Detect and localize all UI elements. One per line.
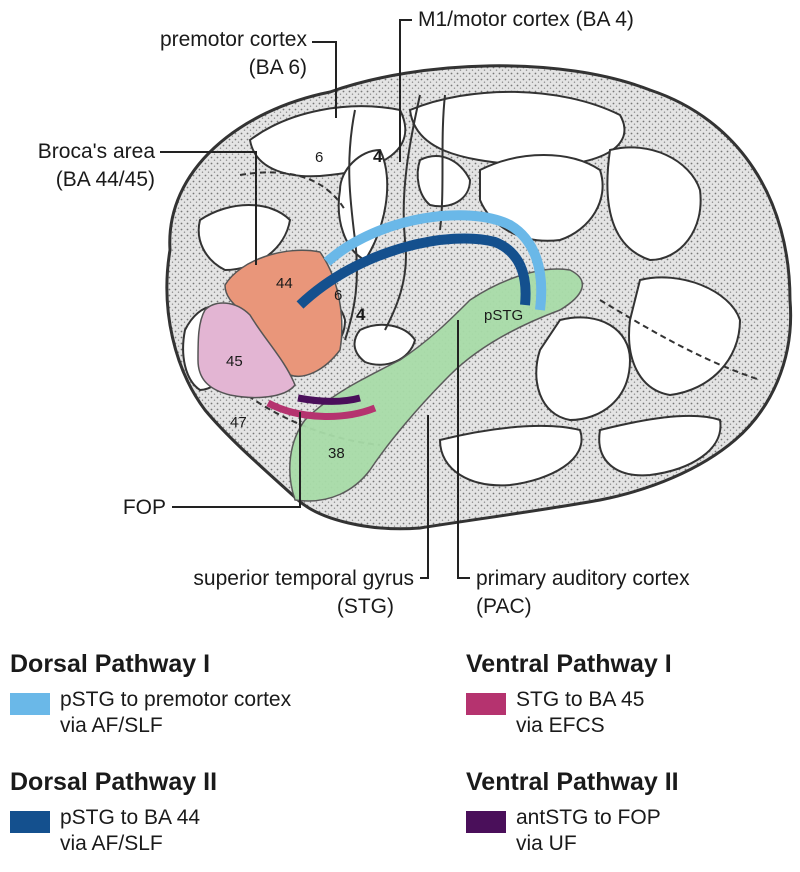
ba38-number: 38 xyxy=(328,445,345,462)
fop-label: FOP xyxy=(123,496,166,519)
ventral-pathway-1-arc xyxy=(266,399,377,420)
stg-label-line2: (STG) xyxy=(337,595,394,618)
region-stg xyxy=(289,268,584,502)
legend-dorsal-1: Dorsal Pathway I pSTG to premotor cortex… xyxy=(10,650,291,739)
premotor-label-line1: premotor cortex xyxy=(160,28,308,51)
ventral-2-swatch xyxy=(466,811,506,833)
dorsal-2-line2: via AF/SLF xyxy=(60,832,163,855)
legend-dorsal-1-title: Dorsal Pathway I xyxy=(10,650,211,678)
ba44-number: 44 xyxy=(276,275,293,292)
ba4-inner-number: 4 xyxy=(356,305,366,324)
pac-label-line1: primary auditory cortex xyxy=(476,567,690,590)
dorsal-1-swatch xyxy=(10,693,50,715)
legend-ventral-2-title: Ventral Pathway II xyxy=(466,768,679,796)
ba45-number: 45 xyxy=(226,353,243,370)
dorsal-2-swatch xyxy=(10,811,50,833)
region-ba45 xyxy=(197,302,296,399)
ventral-2-line1: antSTG to FOP xyxy=(516,806,661,829)
ventral-pathway-2-arc xyxy=(297,394,361,405)
legend-ventral-1-title: Ventral Pathway I xyxy=(466,650,672,678)
ventral-2-line2: via UF xyxy=(516,832,577,855)
brain-diagram: premotor cortex (BA 6) M1/motor cortex (… xyxy=(38,8,793,618)
ba6-top-number: 6 xyxy=(315,149,323,166)
ba4-top-number: 4 xyxy=(373,147,383,166)
premotor-label-line2: (BA 6) xyxy=(249,56,307,79)
ventral-1-line1: STG to BA 45 xyxy=(516,688,645,711)
dorsal-pathway-1-arc xyxy=(323,210,547,311)
leader-lines xyxy=(160,19,470,579)
ventral-1-line2: via EFCS xyxy=(516,714,605,737)
dorsal-2-line1: pSTG to BA 44 xyxy=(60,806,201,829)
ventral-1-swatch xyxy=(466,693,506,715)
m1-label: M1/motor cortex (BA 4) xyxy=(418,8,634,31)
stg-label-line1: superior temporal gyrus xyxy=(193,567,414,590)
legend-dorsal-2-title: Dorsal Pathway II xyxy=(10,768,218,796)
legend-ventral-2: Ventral Pathway II antSTG to FOP via UF xyxy=(466,768,679,857)
pstg-label: pSTG xyxy=(484,307,523,324)
ba47-number: 47 xyxy=(230,414,247,431)
broca-label-line2: (BA 44/45) xyxy=(56,168,155,191)
pac-label-line2: (PAC) xyxy=(476,595,532,618)
legend-ventral-1: Ventral Pathway I STG to BA 45 via EFCS xyxy=(466,650,672,739)
dorsal-pathway-2-arc xyxy=(296,233,531,309)
legend-dorsal-2: Dorsal Pathway II pSTG to BA 44 via AF/S… xyxy=(10,768,217,857)
broca-label-line1: Broca's area xyxy=(38,140,156,163)
dorsal-1-line2: via AF/SLF xyxy=(60,714,163,737)
dorsal-1-line1: pSTG to premotor cortex xyxy=(60,688,292,711)
ba6-inner-number: 6 xyxy=(334,287,342,304)
